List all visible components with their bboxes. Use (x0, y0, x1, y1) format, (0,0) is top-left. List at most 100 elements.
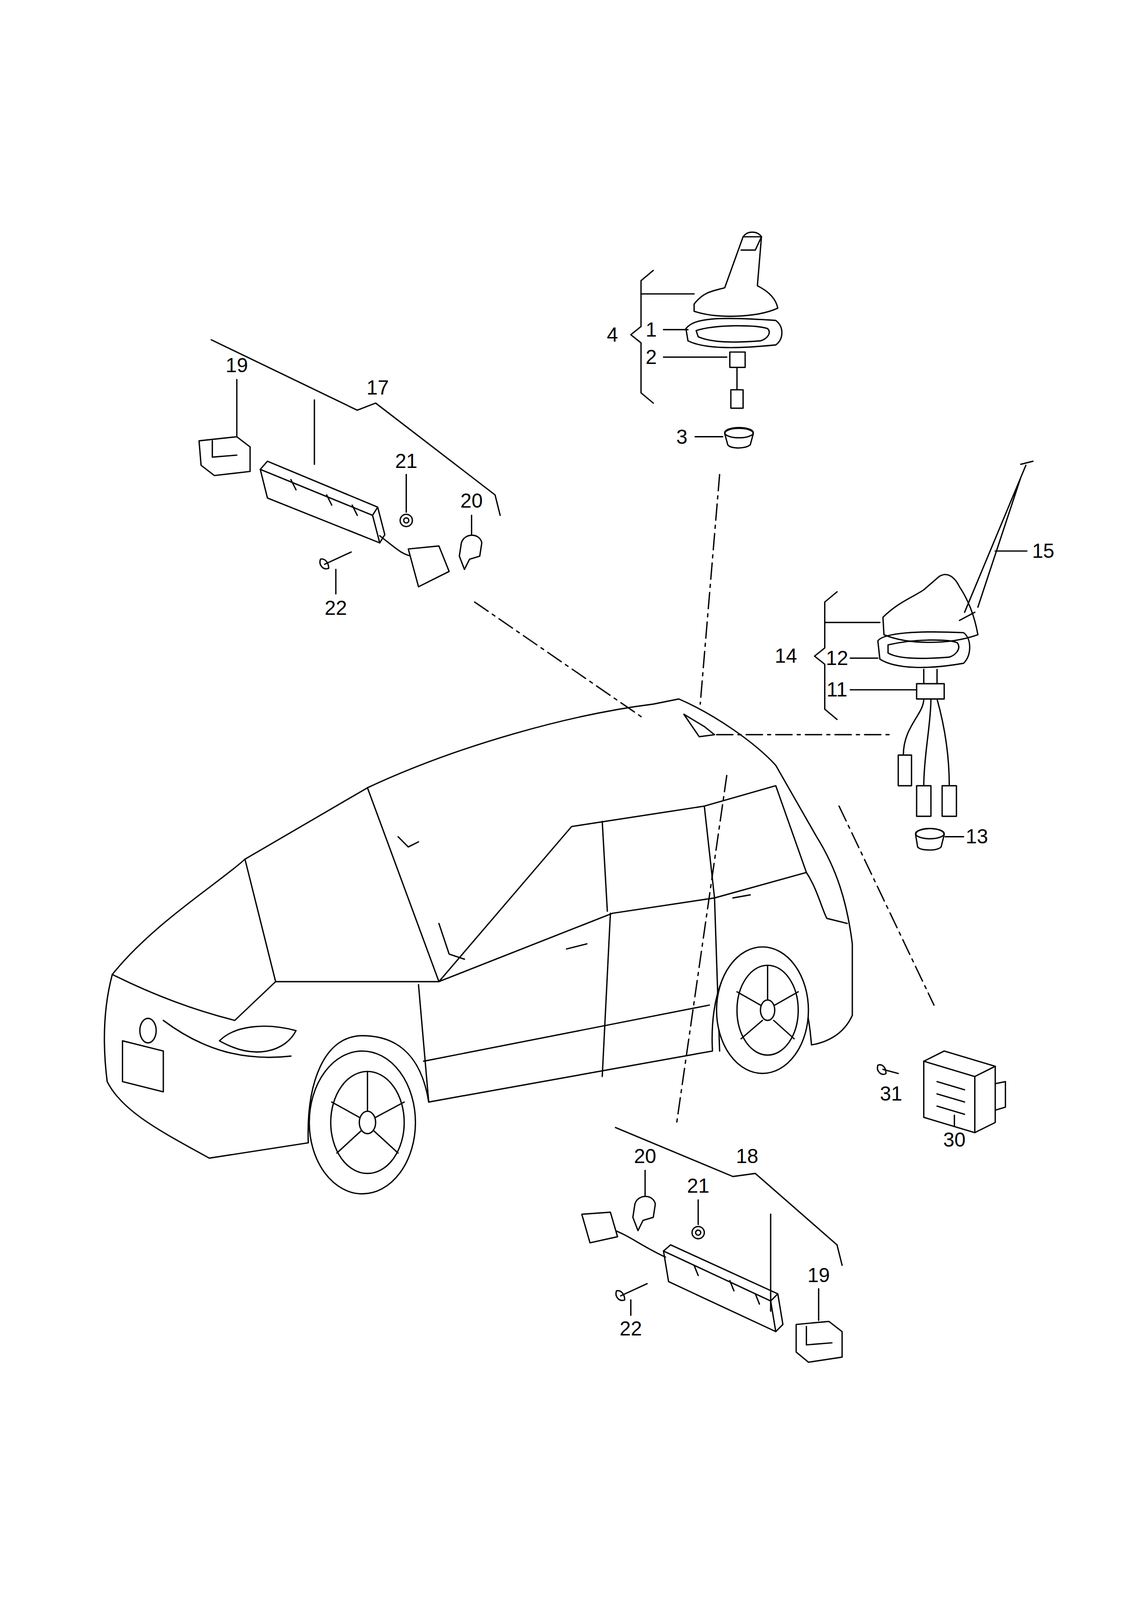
roof-antenna-part (730, 352, 746, 368)
leader-lines-part (995, 550, 1027, 553)
car-body-part (683, 714, 715, 737)
car-body-part (438, 923, 465, 960)
roof-antenna (877, 461, 1033, 851)
dash-dot-lines-part (700, 474, 720, 705)
callout-number: 22 (619, 1319, 642, 1340)
car-body-part (122, 1041, 163, 1093)
callout-number: 20 (460, 490, 483, 512)
callout-number: 21 (395, 451, 418, 472)
leader-lines-part (850, 657, 878, 660)
dash-dot-lines (474, 474, 934, 1123)
callout-number: 20 (633, 1146, 657, 1167)
callout-number: 19 (225, 355, 249, 376)
roof-antenna-part (740, 236, 762, 251)
leader-lines-part (630, 1300, 632, 1316)
antenna-module-part (615, 1283, 647, 1301)
antenna-module-part (408, 546, 449, 587)
wheels-part (736, 965, 799, 1056)
car-body-part (423, 1005, 710, 1062)
callout-number: 1 (645, 319, 657, 340)
leader-lines-part (236, 379, 238, 437)
roof-antenna-part (923, 669, 938, 684)
leader-lines-part (641, 293, 694, 295)
car-body-part (438, 806, 715, 982)
wheels (309, 947, 809, 1195)
callout-number: 15 (1032, 541, 1055, 562)
callout-number: 14 (774, 646, 798, 667)
callout-number: 12 (825, 648, 849, 669)
amplifier-module-part (937, 1081, 965, 1115)
callout-number: 18 (735, 1146, 759, 1167)
callout-number: 19 (807, 1265, 830, 1286)
roof-antenna-part (696, 325, 770, 343)
amplifier-module-part (877, 1064, 899, 1075)
leader-lines-part (663, 328, 689, 331)
roof-antenna-part (887, 640, 959, 659)
antenna-module-part (403, 517, 409, 523)
antenna-module (581, 1196, 842, 1363)
dash-dot-lines-part (474, 602, 646, 720)
antenna-module-part (663, 1245, 783, 1332)
antenna-module-part (806, 1326, 832, 1346)
antenna-module-part (260, 469, 380, 543)
amplifier-module-part (923, 1051, 996, 1133)
antenna-module-part (459, 535, 482, 570)
dash-dot-lines-part (839, 806, 934, 1006)
antenna-module-part (379, 536, 414, 557)
roof-antenna-part (898, 755, 957, 817)
antenna-module-part (291, 479, 358, 516)
car-body-part (566, 895, 751, 950)
antenna-module-part (581, 1212, 618, 1244)
antenna-module-part (796, 1321, 843, 1363)
car-body-part (418, 898, 720, 1103)
wheels-part (760, 1000, 775, 1021)
leader-lines-part (335, 569, 337, 595)
callout-number: 2 (645, 347, 657, 368)
leader-lines-part (663, 356, 727, 359)
leader-lines-part (313, 400, 316, 465)
car-body-part (704, 786, 807, 899)
callout-number: 17 (366, 377, 389, 398)
callout-number: 3 (676, 427, 688, 448)
antenna-module (198, 437, 482, 588)
leader-lines-part (697, 1200, 700, 1226)
roof-antenna-part (877, 631, 970, 668)
leader-lines-part (953, 1115, 955, 1127)
antenna-module-part (212, 441, 237, 458)
car-body-part (112, 975, 276, 1022)
leader-lines-part (694, 436, 723, 438)
leader-lines-part (644, 1170, 646, 1197)
antenna-module-part (663, 1251, 776, 1333)
roof-antenna-part (959, 461, 1033, 621)
roof-antenna-part (693, 232, 778, 317)
callout-number: 4 (606, 324, 618, 345)
roof-antenna-part (685, 318, 782, 348)
roof-antenna-part (915, 829, 945, 851)
leader-lines-part (470, 515, 473, 536)
car-body-part (806, 872, 847, 924)
roof-antenna-part (915, 829, 945, 840)
roof-antenna-part (724, 427, 754, 438)
callout-number: 31 (880, 1084, 903, 1105)
callout-number: 11 (826, 679, 848, 700)
car-body-part (397, 837, 419, 848)
antenna-module-part (319, 552, 351, 569)
roof-antenna-part (730, 367, 744, 408)
wheels-part (331, 1071, 405, 1154)
wheels-part (309, 1051, 416, 1195)
leader-lines-part (945, 836, 964, 838)
callout-number: 21 (687, 1176, 710, 1197)
leader-lines-part (211, 339, 501, 516)
amplifier-module-part (995, 1081, 1006, 1111)
antenna-module-part (260, 461, 385, 543)
antenna-module-part (695, 1230, 701, 1236)
callout-number: 30 (943, 1130, 966, 1151)
amplifier-module-part (923, 1061, 996, 1134)
car-body-part (219, 1026, 297, 1053)
antenna-module-part (692, 1226, 705, 1240)
wheels-part (330, 1071, 405, 1174)
roof-antenna (685, 232, 782, 449)
leader-lines (211, 270, 1027, 1321)
